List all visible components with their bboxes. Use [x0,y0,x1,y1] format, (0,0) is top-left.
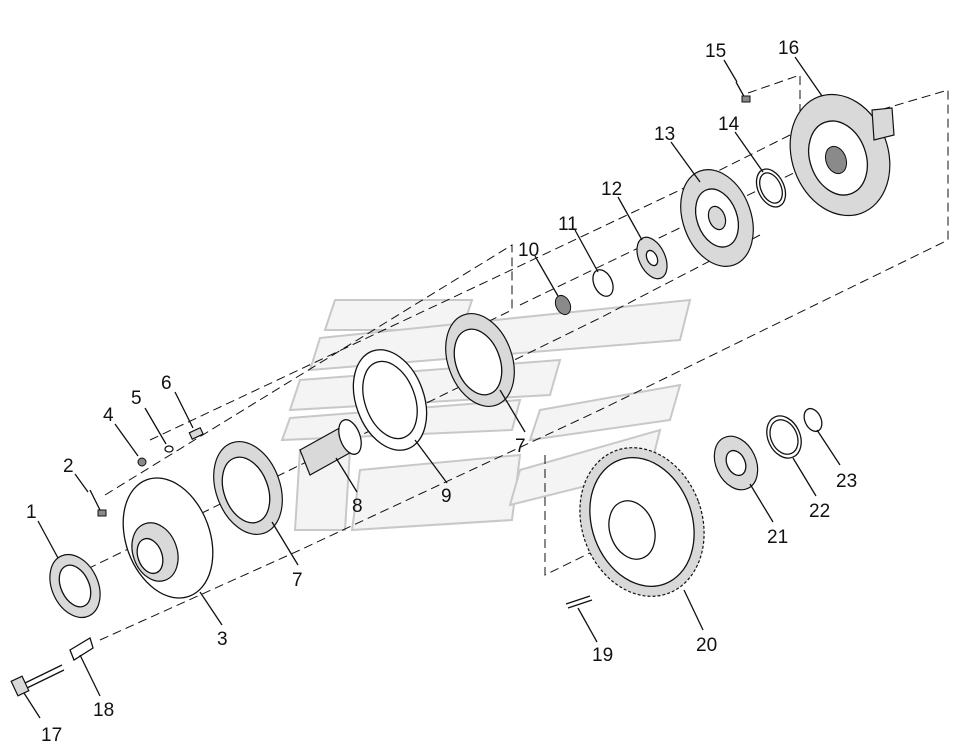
part-18-bracket [69,637,94,661]
part-11-snap-ring [592,269,614,297]
callout-12: 12 [601,179,622,200]
part-14-o-ring [755,168,787,208]
callout-labels: 1 2 3 4 5 6 7 7 8 9 10 11 12 13 14 15 16… [26,38,857,746]
leader-lines [23,56,841,719]
part-8-shaft [299,419,362,476]
part-13-piston [680,168,754,268]
part-2-pin [89,489,107,517]
callout-7-rear: 7 [515,436,526,457]
callout-7-front: 7 [292,570,303,591]
callout-14: 14 [718,114,740,135]
callout-4: 4 [103,405,114,426]
part-6-bolt [188,426,204,440]
callout-11: 11 [558,214,578,235]
part-9-separator-plate [352,349,428,451]
callout-13: 13 [654,124,675,145]
part-7-friction-disc-front [213,440,283,536]
part-20-gear [579,447,705,597]
part-12-spring-washer [636,236,668,280]
callout-6: 6 [161,373,172,394]
callout-15: 15 [705,41,726,62]
part-5-washer [164,445,174,453]
callout-20: 20 [696,635,717,656]
part-23-circlip [803,407,823,433]
callout-21: 21 [767,527,788,548]
part-10-bearing [554,294,572,316]
part-19-dowel [565,595,593,609]
callout-16: 16 [778,38,799,59]
callout-1: 1 [26,502,37,523]
part-17-bolt [10,664,65,697]
part-7-friction-disc-rear [445,312,515,408]
callout-18: 18 [93,700,114,721]
callout-19: 19 [592,645,613,666]
callout-22: 22 [809,501,830,522]
part-22-ring [766,415,802,459]
callout-9: 9 [441,486,452,507]
part-16-housing [789,93,895,217]
part-15-pin [735,81,751,103]
part-3-flange [122,477,214,599]
callout-2: 2 [63,456,74,477]
part-21-bearing [713,435,759,491]
part-1-seal [49,553,101,619]
callout-23: 23 [836,471,857,492]
callout-17: 17 [41,725,62,746]
part-4-nut [137,457,147,467]
callout-10: 10 [518,240,539,261]
callout-3: 3 [217,629,228,650]
callout-5: 5 [131,388,142,409]
callout-8: 8 [352,496,363,517]
